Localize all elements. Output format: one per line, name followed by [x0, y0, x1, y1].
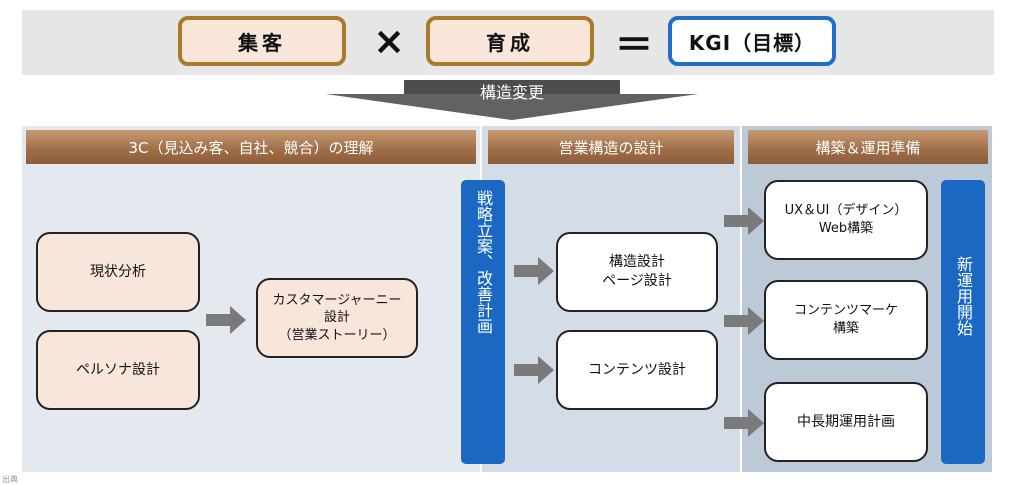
transition-arrow-icon [326, 80, 698, 120]
arrow-right-icon [514, 356, 554, 384]
arrow-right-icon [206, 306, 246, 334]
equals-sign: ＝ [614, 22, 653, 67]
multiply-sign: × [373, 19, 405, 63]
node-structure-page-design: 構造設計 ページ設計 [556, 232, 718, 312]
node-persona-design: ペルソナ設計 [36, 330, 200, 410]
node-long-term-plan: 中長期運用計画 [764, 382, 928, 462]
node-current-analysis: 現状分析 [36, 232, 200, 312]
bar-new-operation-start-label: 新運用開始 [953, 256, 973, 336]
column-header-understanding: 3C（見込み客、自社、競合）の理解 [26, 130, 476, 164]
transition-label: 構造変更 [479, 83, 544, 102]
arrow-right-icon [724, 307, 764, 335]
footer-source-mark: 出典 [2, 475, 18, 484]
arrow-right-icon [724, 207, 764, 235]
arrow-right-icon [514, 257, 554, 285]
column-header-sales-structure: 営業構造の設計 [488, 130, 734, 164]
node-content-marketing: コンテンツマーケ 構築 [764, 280, 928, 360]
bar-strategy-plan: 戦略立案、改善計画 [461, 180, 505, 464]
node-content-design: コンテンツ設計 [556, 330, 718, 410]
formula-result-kgi-label: KGI（目標） [688, 30, 816, 55]
arrow-right-icon [724, 409, 764, 437]
formula-term-nurturing-label: 育成 [486, 30, 534, 55]
node-customer-journey: カスタマージャーニー 設計 （営業ストーリー） [256, 278, 418, 358]
formula-term-acquisition: 集客 [178, 16, 346, 66]
bar-strategy-plan-label: 戦略立案、改善計画 [473, 190, 493, 334]
formula-term-nurturing: 育成 [426, 16, 594, 66]
formula-term-acquisition-label: 集客 [238, 30, 286, 55]
column-header-build-operation: 構築＆運用準備 [748, 130, 988, 164]
node-ux-ui-web: UX＆UI（デザイン） Web構築 [764, 180, 928, 260]
bar-new-operation-start: 新運用開始 [941, 180, 985, 464]
formula-result-kgi: KGI（目標） [668, 16, 836, 66]
